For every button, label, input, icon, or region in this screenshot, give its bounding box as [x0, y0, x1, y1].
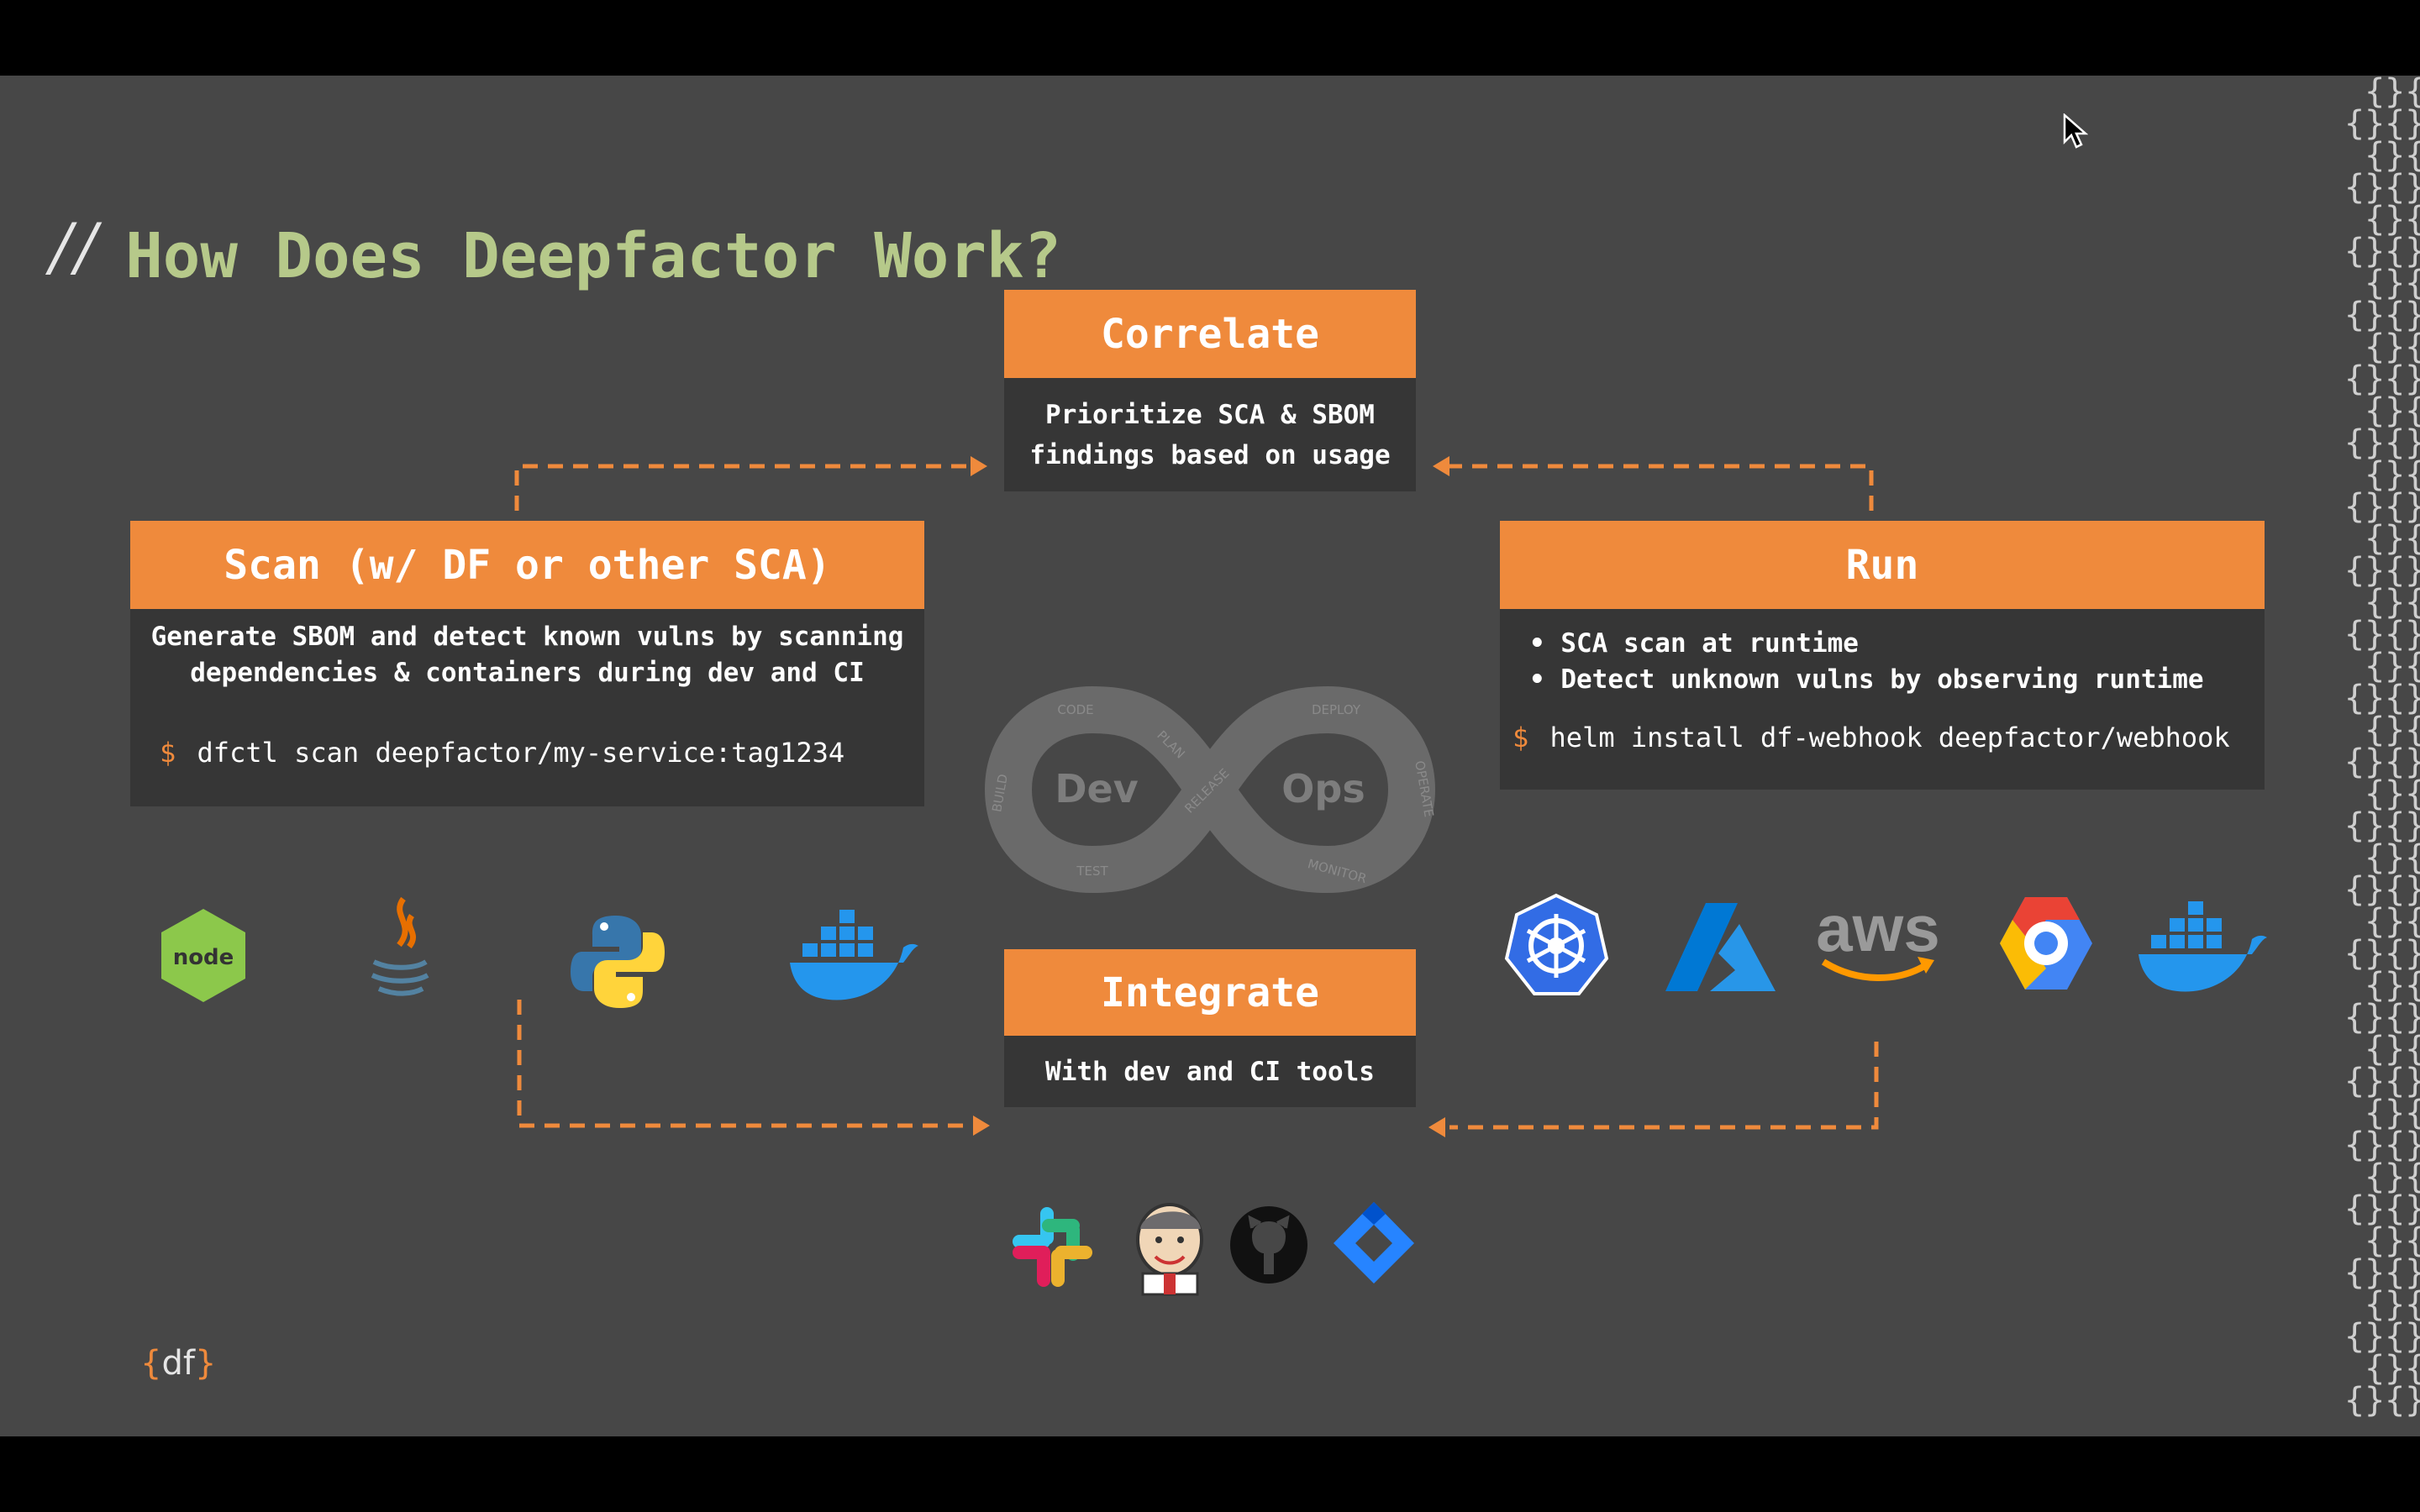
correlate-line-1: Prioritize SCA & SBOM: [1045, 399, 1375, 430]
python-icon: [571, 916, 665, 1008]
slack-icon: [1013, 1207, 1092, 1287]
arrow-run-to-integrate: [1449, 1042, 1879, 1130]
run-bullet-1: SCA scan at runtime: [1529, 626, 2252, 662]
aws-icon: aws: [1815, 895, 1941, 995]
df-logo: {df}: [140, 1344, 216, 1383]
scan-line-1: Generate SBOM and detect known vulns by …: [150, 622, 904, 652]
arrow-scan-to-integrate: [517, 1000, 975, 1128]
google-cloud-icon: [2000, 897, 2092, 990]
slide-title: // How Does Deepfactor Work?: [50, 206, 1061, 307]
integrate-title: Integrate: [1004, 949, 1416, 1036]
decorative-braces-pattern: {}{} {}{} {}{} {}{} {}{} {}{} {}{} {}{} …: [2344, 76, 2420, 1420]
azure-icon: [1665, 903, 1776, 991]
devops-deploy: DEPLOY: [1312, 702, 1361, 717]
run-title: Run: [1500, 521, 2265, 609]
scan-line-2: dependencies & containers during dev and…: [190, 658, 865, 688]
devops-dev-label: Dev: [1055, 766, 1138, 811]
run-prompt: $: [1512, 722, 1529, 753]
run-bullets: SCA scan at runtime Detect unknown vulns…: [1512, 626, 2252, 698]
devops-test: TEST: [1076, 864, 1108, 879]
mouse-cursor-icon: [2063, 113, 2088, 149]
run-bullet-2: Detect unknown vulns by observing runtim…: [1529, 662, 2252, 698]
docker-icon: [790, 910, 918, 1000]
arrowhead-left-top: [1433, 456, 1449, 476]
run-box: Run SCA scan at runtime Detect unknown v…: [1500, 521, 2265, 790]
jira-icon: [1334, 1202, 1414, 1284]
df-logo-text: df: [161, 1344, 195, 1383]
integrate-body: With dev and CI tools: [1004, 1036, 1416, 1107]
correlate-body: Prioritize SCA & SBOM findings based on …: [1004, 378, 1416, 491]
scan-command-line: $ dfctl scan deepfactor/my-service:tag12…: [147, 735, 908, 771]
run-command: helm install df-webhook deepfactor/webho…: [1549, 722, 2230, 753]
arrowhead-left-bottom: [1428, 1117, 1445, 1137]
integrate-box: Integrate With dev and CI tools: [1004, 949, 1416, 1107]
devops-infinity-icon: Dev Ops CODE PLAN BUILD TEST RELEASE DEP…: [984, 685, 1437, 894]
svg-text:node: node: [173, 945, 234, 970]
df-logo-close: }: [194, 1344, 217, 1383]
title-prefix: //: [50, 208, 101, 284]
arrowhead-right-top: [971, 456, 987, 476]
run-command-line: $ helm install df-webhook deepfactor/web…: [1512, 720, 2252, 756]
devops-code: CODE: [1057, 702, 1093, 717]
arrowhead-right-bottom: [973, 1116, 990, 1136]
correlate-title: Correlate: [1004, 290, 1416, 378]
docker-icon: [2139, 901, 2267, 992]
scan-prompt: $: [160, 737, 176, 769]
devops-ops-label: Ops: [1281, 766, 1365, 811]
jenkins-icon: [1136, 1203, 1203, 1296]
run-body: SCA scan at runtime Detect unknown vulns…: [1500, 609, 2265, 790]
correlate-box: Correlate Prioritize SCA & SBOM findings…: [1004, 290, 1416, 491]
correlate-line-2: findings based on usage: [1029, 439, 1391, 470]
title-text: How Does Deepfactor Work?: [125, 220, 1062, 292]
scan-title: Scan (w/ DF or other SCA): [130, 521, 924, 609]
nodejs-icon: node: [161, 909, 245, 1002]
scan-command: dfctl scan deepfactor/my-service:tag1234: [197, 737, 845, 769]
aws-text: aws: [1816, 891, 1940, 965]
java-icon: [371, 896, 429, 996]
kubernetes-icon: [1504, 893, 1609, 995]
scan-body: Generate SBOM and detect known vulns by …: [130, 609, 924, 806]
df-logo-open: {: [140, 1344, 162, 1383]
scan-box: Scan (w/ DF or other SCA) Generate SBOM …: [130, 521, 924, 806]
github-icon: [1230, 1206, 1307, 1284]
